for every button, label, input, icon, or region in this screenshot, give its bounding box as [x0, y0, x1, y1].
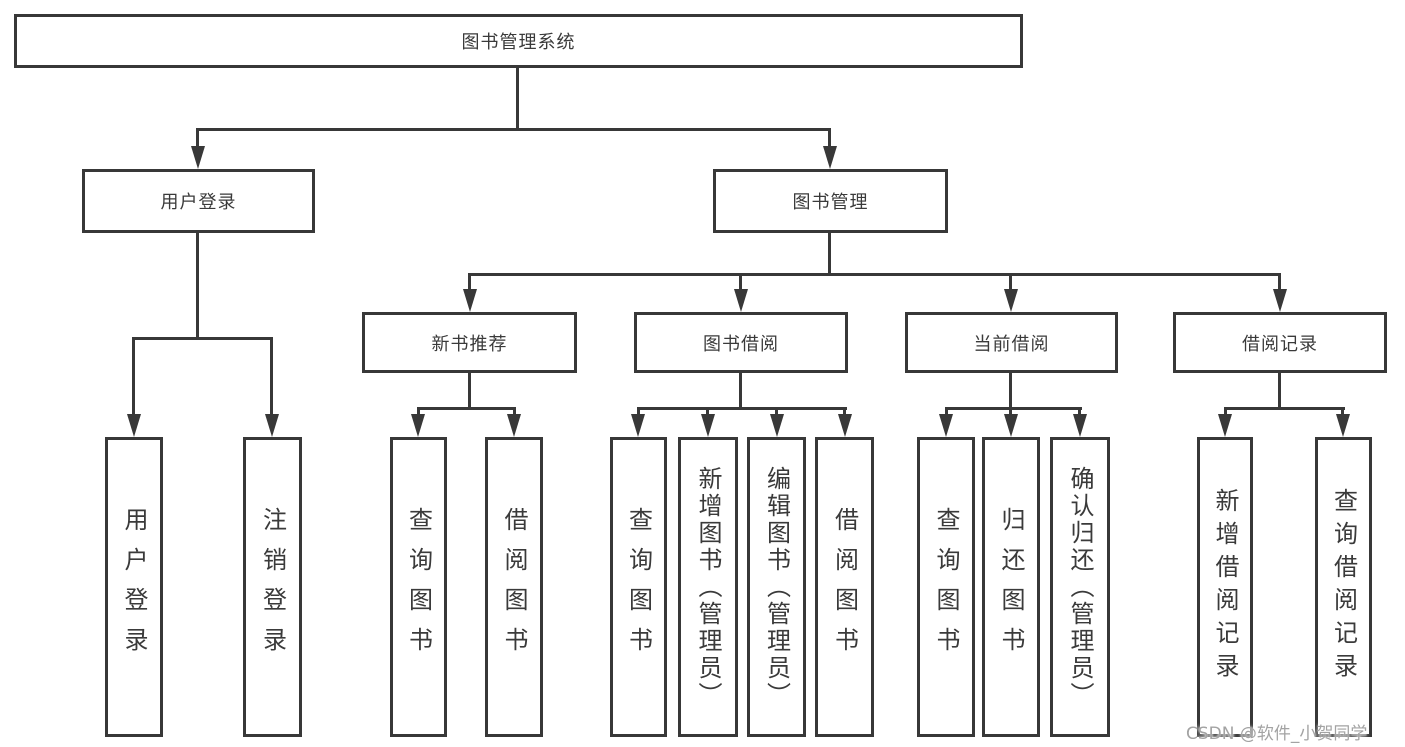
connector-line: [468, 273, 1280, 276]
leaf-borrow-books-1: 借阅图书: [485, 437, 543, 737]
arrowhead-down-icon: [463, 289, 477, 312]
connector-line: [516, 68, 519, 128]
arrowhead-down-icon: [939, 414, 953, 437]
connector-line: [468, 373, 471, 407]
arrowhead-down-icon: [1218, 414, 1232, 437]
connector-line: [637, 407, 847, 410]
node-current-borrowing: 当前借阅: [905, 312, 1118, 373]
connector-line: [739, 273, 742, 293]
connector-line: [706, 407, 709, 419]
leaf-user-login: 用户登录: [105, 437, 163, 737]
connector-line: [828, 128, 831, 152]
connector-line: [196, 128, 199, 152]
connector-line: [843, 407, 846, 419]
connector-line: [1278, 373, 1281, 407]
arrowhead-down-icon: [701, 414, 715, 437]
connector-line: [1278, 273, 1281, 293]
connector-line: [197, 128, 831, 131]
leaf-edit-books-admin: 编辑图书（管理员）: [747, 437, 806, 737]
connector-line: [1009, 373, 1012, 407]
connector-line: [1341, 407, 1344, 419]
connector-line: [417, 407, 516, 410]
leaf-add-borrow-record: 新增借阅记录: [1197, 437, 1253, 737]
connector-line: [132, 337, 135, 417]
arrowhead-down-icon: [823, 146, 837, 169]
arrowhead-down-icon: [507, 414, 521, 437]
connector-line: [775, 407, 778, 419]
connector-line: [133, 337, 273, 340]
leaf-logout: 注销登录: [243, 437, 302, 737]
leaf-query-borrow-record: 查询借阅记录: [1315, 437, 1372, 737]
arrowhead-down-icon: [1273, 289, 1287, 312]
connector-line: [1078, 407, 1081, 419]
connector-line: [513, 407, 516, 419]
leaf-add-books-admin: 新增图书（管理员）: [678, 437, 738, 737]
node-book-borrowing: 图书借阅: [634, 312, 848, 373]
connector-line: [945, 407, 1082, 410]
node-new-book-recommendation: 新书推荐: [362, 312, 577, 373]
node-user-login: 用户登录: [82, 169, 315, 233]
leaf-query-books-2: 查询图书: [610, 437, 667, 737]
connector-line: [270, 337, 273, 417]
arrowhead-down-icon: [127, 414, 141, 437]
node-book-management: 图书管理: [713, 169, 948, 233]
connector-line: [1009, 273, 1012, 293]
arrowhead-down-icon: [1073, 414, 1087, 437]
arrowhead-down-icon: [1004, 289, 1018, 312]
arrowhead-down-icon: [1004, 414, 1018, 437]
connector-line: [1224, 407, 1227, 419]
arrowhead-down-icon: [734, 289, 748, 312]
leaf-query-books-1: 查询图书: [390, 437, 447, 737]
arrowhead-down-icon: [631, 414, 645, 437]
leaf-query-books-3: 查询图书: [917, 437, 975, 737]
leaf-return-books: 归还图书: [982, 437, 1040, 737]
node-library-management-system: 图书管理系统: [14, 14, 1023, 68]
leaf-borrow-books-2: 借阅图书: [815, 437, 874, 737]
connector-line: [1009, 407, 1012, 419]
connector-line: [417, 407, 420, 419]
arrowhead-down-icon: [1336, 414, 1350, 437]
watermark: CSDN @软件_小贺同学: [1186, 724, 1368, 744]
node-borrowing-records: 借阅记录: [1173, 312, 1387, 373]
connector-line: [945, 407, 948, 419]
connector-line: [468, 273, 471, 293]
connector-line: [739, 373, 742, 407]
connector-line: [637, 407, 640, 419]
arrowhead-down-icon: [411, 414, 425, 437]
connector-line: [196, 233, 199, 337]
arrowhead-down-icon: [838, 414, 852, 437]
arrowhead-down-icon: [191, 146, 205, 169]
connector-line: [1224, 407, 1345, 410]
leaf-confirm-return-admin: 确认归还（管理员）: [1050, 437, 1110, 737]
arrowhead-down-icon: [265, 414, 279, 437]
arrowhead-down-icon: [770, 414, 784, 437]
connector-line: [828, 233, 831, 273]
